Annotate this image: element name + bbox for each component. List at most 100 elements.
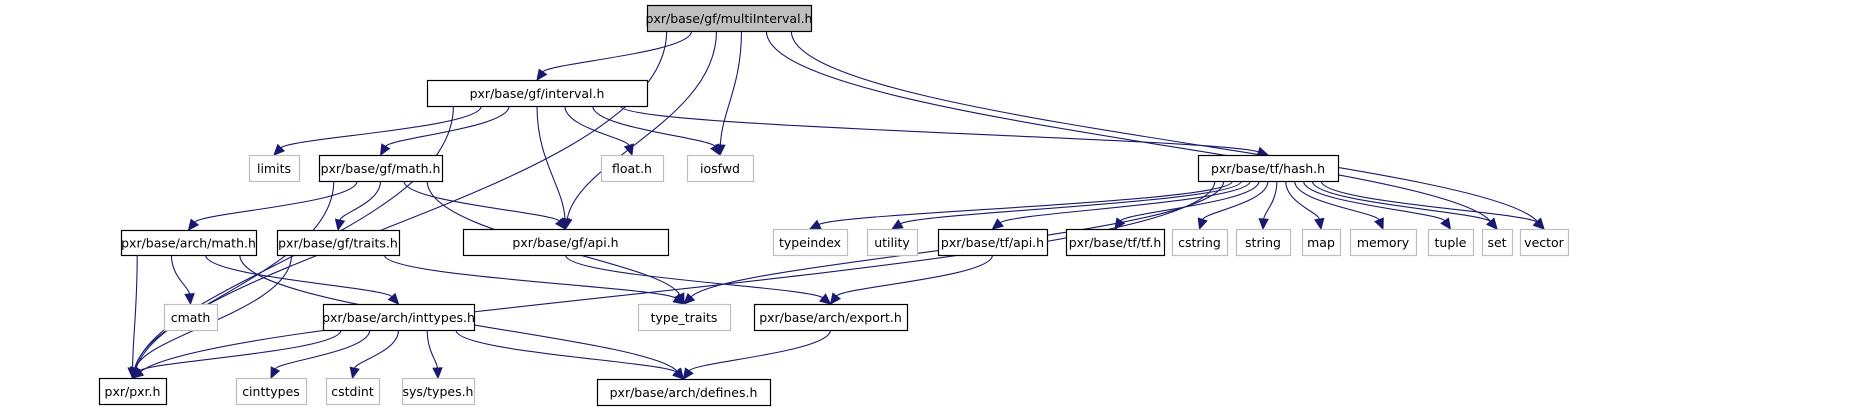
arrowhead-traits-to-type_traits <box>672 293 685 305</box>
node-label-iosfwd: iosfwd <box>700 161 740 176</box>
node-set: set <box>1481 228 1514 257</box>
arrowhead-archmath-to-inttypes <box>387 292 400 305</box>
edge-hash-to-set <box>1311 180 1491 222</box>
node-label-defines: pxr/base/arch/defines.h <box>610 385 758 400</box>
node-memory: memory <box>1349 228 1418 257</box>
arrowhead-inttypes-to-cinttypes <box>270 366 281 380</box>
node-box-defines[interactable] <box>596 378 772 407</box>
node-limits: limits <box>248 154 301 183</box>
node-box-multiInterval[interactable] <box>646 4 813 33</box>
node-hash[interactable]: pxr/base/tf/hash.h <box>1197 154 1340 183</box>
node-label-map: map <box>1307 235 1335 250</box>
arrowhead-inttypes-to-pxr <box>131 366 144 379</box>
node-label-memory: memory <box>1357 235 1410 250</box>
edge-archmath-to-cmath <box>170 254 191 295</box>
node-label-set: set <box>1487 235 1506 250</box>
arrowhead-gfapi-to-export <box>819 293 832 305</box>
node-label-string: string <box>1245 235 1281 250</box>
node-box-string <box>1235 228 1292 257</box>
node-string: string <box>1235 228 1292 257</box>
arrowhead-hash-to-set <box>1486 217 1498 230</box>
node-archmath[interactable]: pxr/base/arch/math.h <box>120 229 258 257</box>
arrowhead-hash-to-memory <box>1374 217 1384 231</box>
node-box-traits[interactable] <box>276 229 401 257</box>
edge-hash-to-vector <box>1320 180 1538 223</box>
edge-interval-to-gfapi <box>536 105 566 220</box>
node-box-tfapi[interactable] <box>937 228 1049 257</box>
arrowhead-interval-to-limits <box>273 143 286 156</box>
edge-interval-to-iosfwd <box>592 105 716 147</box>
edge-hash-to-tfapi <box>999 180 1251 224</box>
node-traits[interactable]: pxr/base/gf/traits.h <box>276 229 401 257</box>
node-gfmath[interactable]: pxr/base/gf/math.h <box>318 154 444 183</box>
node-interval[interactable]: pxr/base/gf/interval.h <box>426 79 649 108</box>
edge-hash-to-memory <box>1294 180 1380 221</box>
node-label-gfmath: pxr/base/gf/math.h <box>321 161 441 176</box>
node-tftf[interactable]: pxr/base/tf/tf.h <box>1065 228 1166 257</box>
node-export[interactable]: pxr/base/arch/export.h <box>753 303 909 332</box>
edges-layer <box>127 30 1545 380</box>
node-label-limits: limits <box>257 161 291 176</box>
node-box-systypes <box>401 377 476 406</box>
edge-inttypes-to-pxr <box>139 329 342 372</box>
edge-hash-to-tuple <box>1302 180 1446 222</box>
node-label-typeindex: typeindex <box>779 235 841 250</box>
node-box-gfapi[interactable] <box>462 228 670 257</box>
edge-multiInterval-to-interval <box>542 30 693 73</box>
node-box-cstring <box>1171 228 1229 257</box>
arrowhead-gfmath-to-gfapi <box>554 217 567 230</box>
node-box-cmath <box>163 303 219 332</box>
node-box-inttypes[interactable] <box>322 303 476 332</box>
node-label-type_traits: type_traits <box>651 310 718 325</box>
edge-hash-to-string <box>1263 180 1278 220</box>
node-box-archmath[interactable] <box>120 229 258 257</box>
edge-interval-to-gfmath <box>385 105 510 147</box>
node-label-vector: vector <box>1524 235 1565 250</box>
arrowhead-hash-to-cstring <box>1197 217 1208 231</box>
edge-gfmath-to-archmath <box>194 180 358 223</box>
arrowhead-hash-to-tuple <box>1440 217 1452 230</box>
node-box-hash[interactable] <box>1197 154 1340 183</box>
edge-inttypes-to-cstdint <box>354 329 400 369</box>
node-box-vector <box>1519 228 1570 257</box>
edge-inttypes-to-cinttypes <box>274 329 371 370</box>
arrowhead-hash-to-type_traits <box>683 292 696 305</box>
node-label-pxr: pxr/pxr.h <box>105 384 161 399</box>
node-map: map <box>1301 228 1342 257</box>
node-label-cinttypes: cinttypes <box>242 384 300 399</box>
node-tfapi[interactable]: pxr/base/tf/api.h <box>937 228 1049 257</box>
edge-interval-to-float <box>564 105 630 146</box>
node-label-hash: pxr/base/tf/hash.h <box>1211 161 1325 176</box>
node-inttypes[interactable]: pxr/base/arch/inttypes.h <box>322 303 476 332</box>
node-label-export: pxr/base/arch/export.h <box>759 310 902 325</box>
node-type_traits: type_traits <box>637 303 732 332</box>
edge-gfmath-to-traits <box>339 180 382 221</box>
node-iosfwd: iosfwd <box>686 154 755 183</box>
edge-hash-to-tftf <box>1120 180 1260 222</box>
node-box-iosfwd <box>686 154 755 183</box>
node-multiInterval[interactable]: pxr/base/gf/multiInterval.h <box>646 4 813 33</box>
arrowhead-hash-to-tftf <box>1114 217 1126 230</box>
node-gfapi[interactable]: pxr/base/gf/api.h <box>462 228 670 257</box>
node-label-gfapi: pxr/base/gf/api.h <box>512 235 618 250</box>
edge-multiInterval-to-iosfwd <box>719 30 743 146</box>
node-box-limits <box>248 154 301 183</box>
node-box-export[interactable] <box>753 303 909 332</box>
edge-hash-to-map <box>1285 180 1320 220</box>
node-label-cstdint: cstdint <box>331 384 374 399</box>
node-tuple: tuple <box>1427 228 1475 257</box>
node-box-gfmath[interactable] <box>318 154 444 183</box>
node-label-archmath: pxr/base/arch/math.h <box>121 236 256 251</box>
node-label-systypes: sys/types.h <box>403 384 474 399</box>
node-label-cstring: cstring <box>1178 235 1221 250</box>
node-pxr[interactable]: pxr/pxr.h <box>98 377 168 406</box>
node-defines[interactable]: pxr/base/arch/defines.h <box>596 378 772 407</box>
edge-interval-to-limits <box>280 105 482 149</box>
node-cmath: cmath <box>163 303 219 332</box>
node-box-pxr[interactable] <box>98 377 168 406</box>
node-box-interval[interactable] <box>426 79 649 108</box>
edge-export-to-defines <box>688 329 832 372</box>
node-box-tftf[interactable] <box>1065 228 1166 257</box>
node-label-traits: pxr/base/gf/traits.h <box>278 236 398 251</box>
